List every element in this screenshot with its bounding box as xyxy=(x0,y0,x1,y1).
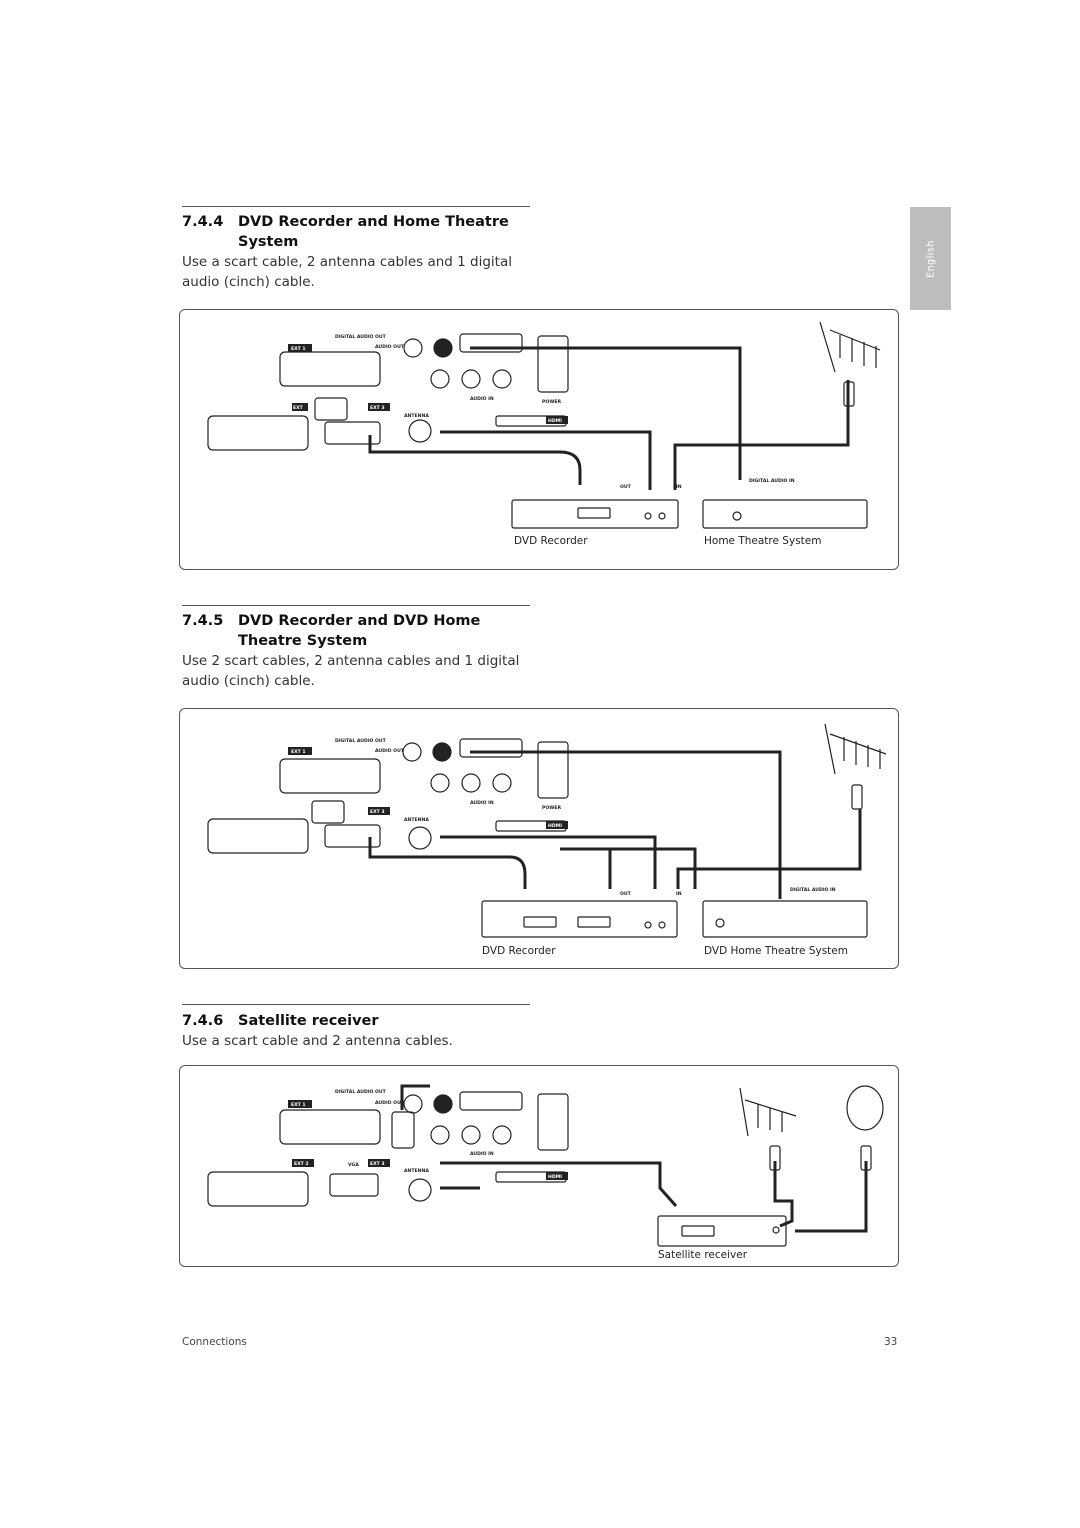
power-label: POWER xyxy=(542,399,561,405)
hdmi-label: HDMI xyxy=(548,418,562,424)
svg-text:EXT: EXT xyxy=(293,405,304,411)
digital-audio-out-label: DIGITAL AUDIO OUT xyxy=(335,1089,387,1095)
section-description: Use a scart cable and 2 antenna cables. xyxy=(182,1031,542,1051)
antenna-label: ANTENNA xyxy=(404,817,429,823)
digital-audio-in-label: DIGITAL AUDIO IN xyxy=(749,478,795,484)
dvd-recorder-box xyxy=(511,499,679,529)
section-heading-7-4-5: 7.4.5 DVD Recorder and DVD Home Theatre S… xyxy=(182,611,480,651)
footer-chapter: Connections xyxy=(182,1336,247,1348)
description-line: audio (cinch) cable. xyxy=(182,673,315,689)
vga-port xyxy=(324,421,381,445)
section-title-line1: Satellite receiver xyxy=(238,1013,379,1029)
connection-diagram-dvd-home-theatre: DIGITAL AUDIO OUT EXT 1 AUDIO OUT AUDIO … xyxy=(179,309,899,570)
ext1-scart-port xyxy=(279,351,381,387)
connection-diagram-dvd-dvd-home-theatre: DIGITAL AUDIO OUT EXT 1 AUDIO OUT AUDIO … xyxy=(179,708,899,969)
ext1-label: EXT 1 xyxy=(291,346,306,352)
language-tab-label: English xyxy=(925,239,936,278)
audio-out-label: AUDIO OUT xyxy=(375,1100,405,1106)
ext3-label: EXT 3 xyxy=(370,1161,385,1167)
section-heading-7-4-6: 7.4.6 Satellite receiver xyxy=(182,1011,379,1031)
ext1-label: EXT 1 xyxy=(291,1102,306,1108)
description-line: audio (cinch) cable. xyxy=(182,274,315,290)
section-description: Use a scart cable, 2 antenna cables and … xyxy=(182,252,542,292)
section-heading-7-4-4: 7.4.4 DVD Recorder and Home Theatre Syste… xyxy=(182,212,509,252)
device-label-home-theatre: Home Theatre System xyxy=(704,535,822,547)
ext2-scart-port xyxy=(207,415,309,451)
section-number: 7.4.6 xyxy=(182,1013,224,1029)
section-title-line2: System xyxy=(238,234,299,250)
page-number: 33 xyxy=(884,1336,898,1348)
audio-in-label: AUDIO IN xyxy=(470,1151,494,1157)
audio-in-label: AUDIO IN xyxy=(470,396,494,402)
audio-out-label: AUDIO OUT xyxy=(375,748,405,754)
power-label: POWER xyxy=(542,805,561,811)
section-divider xyxy=(182,1004,530,1005)
section-number: 7.4.5 xyxy=(182,613,224,629)
in-label: IN xyxy=(676,484,682,490)
section-title-line1: DVD Recorder and Home Theatre xyxy=(238,214,509,230)
home-theatre-box xyxy=(702,499,868,529)
vga-label: VGA xyxy=(348,1162,359,1168)
audio-out-label: AUDIO OUT xyxy=(375,344,405,350)
section-number: 7.4.4 xyxy=(182,214,224,230)
ext1-label: EXT 1 xyxy=(291,749,306,755)
connection-diagram-satellite-receiver: DIGITAL AUDIO OUT EXT 1 AUDIO OUT AUDIO … xyxy=(179,1065,899,1267)
device-label-dvd-recorder: DVD Recorder xyxy=(514,535,588,547)
device-label-satellite-receiver: Satellite receiver xyxy=(658,1249,748,1261)
section-description: Use 2 scart cables, 2 antenna cables and… xyxy=(182,651,542,691)
description-line: Use a scart cable, 2 antenna cables and … xyxy=(182,254,512,270)
section-divider xyxy=(182,605,530,606)
description-line: Use 2 scart cables, 2 antenna cables and… xyxy=(182,653,520,669)
out-label: OUT xyxy=(620,484,632,490)
ext3-label: EXT 3 xyxy=(370,405,385,411)
section-title-line1: DVD Recorder and DVD Home xyxy=(238,613,481,629)
hdmi-label: HDMI xyxy=(548,823,562,829)
digital-audio-in-label: DIGITAL AUDIO IN xyxy=(790,887,836,893)
section-divider xyxy=(182,206,530,207)
hdmi-label: HDMI xyxy=(548,1174,562,1180)
device-label-dvd-home-theatre: DVD Home Theatre System xyxy=(704,945,848,957)
out-label: OUT xyxy=(620,891,632,897)
ext2-label: EXT 2 xyxy=(294,1161,309,1167)
antenna-label: ANTENNA xyxy=(404,413,429,419)
diagram-drawing: DIGITAL AUDIO OUT EXT 1 AUDIO OUT AUDIO … xyxy=(207,723,887,938)
section-title-line2: Theatre System xyxy=(238,633,368,649)
in-label: IN xyxy=(676,891,682,897)
audio-in-label: AUDIO IN xyxy=(470,800,494,806)
antenna-label: ANTENNA xyxy=(404,1168,429,1174)
description-line: Use a scart cable and 2 antenna cables. xyxy=(182,1033,453,1049)
diagram-drawing: DIGITAL AUDIO OUT EXT 1 AUDIO OUT AUDIO … xyxy=(207,321,881,529)
language-tab: English xyxy=(910,207,951,310)
diagram-drawing: DIGITAL AUDIO OUT EXT 1 AUDIO OUT AUDIO … xyxy=(207,1084,884,1247)
digital-audio-out-label: DIGITAL AUDIO OUT xyxy=(335,738,387,744)
device-label-dvd-recorder: DVD Recorder xyxy=(482,945,556,957)
scart-plug xyxy=(314,397,348,421)
digital-audio-out-label: DIGITAL AUDIO OUT xyxy=(335,334,387,340)
ext3-label: EXT 3 xyxy=(370,809,385,815)
